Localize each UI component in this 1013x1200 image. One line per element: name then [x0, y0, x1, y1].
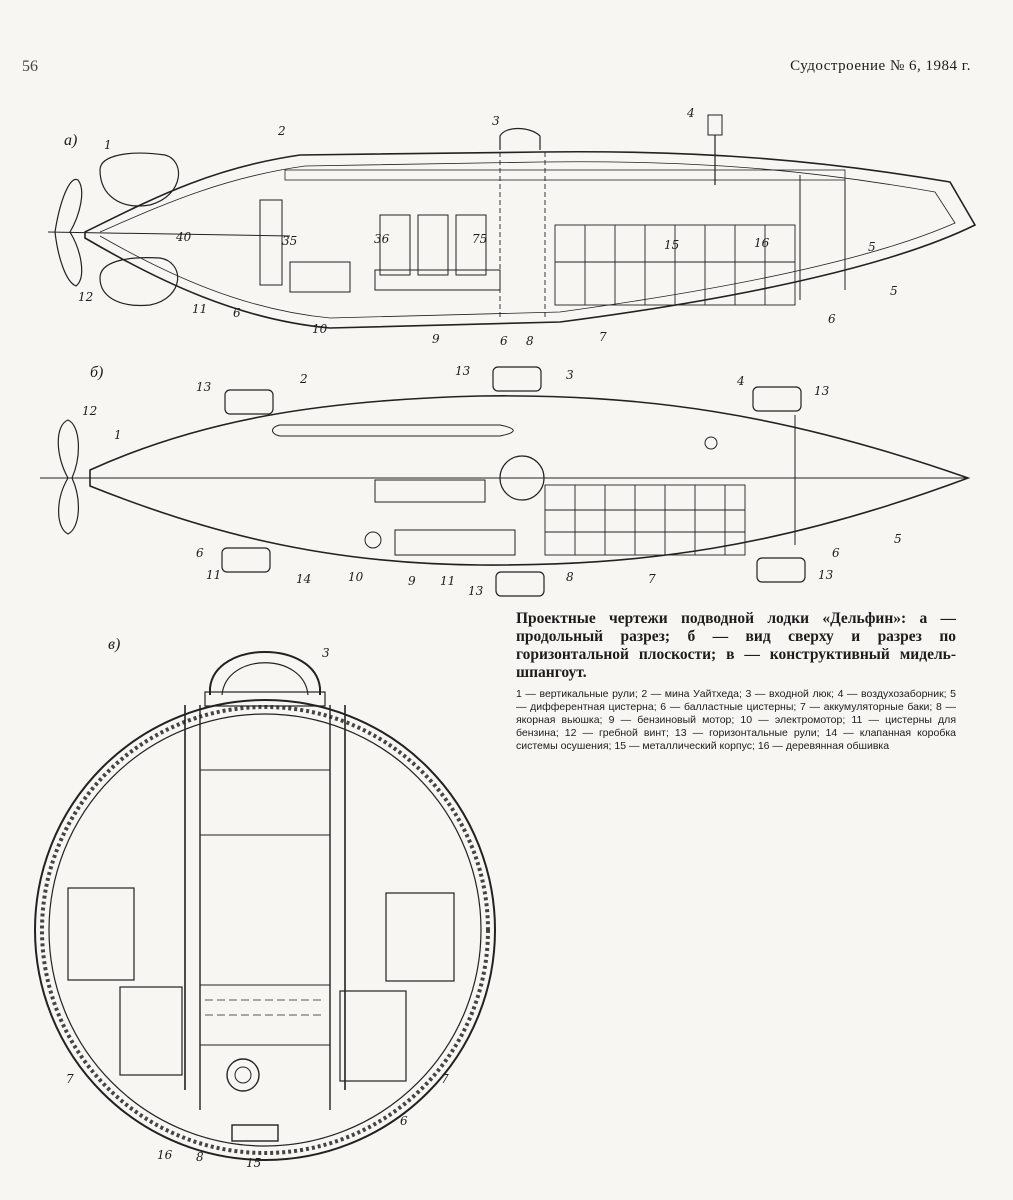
annotation: 9	[408, 574, 416, 588]
annotation: 6	[828, 312, 836, 326]
annotation: 11	[192, 302, 208, 316]
annotation: 16	[157, 1148, 173, 1162]
annotation: 15	[664, 238, 680, 252]
annotation: 36	[374, 232, 390, 246]
annotation: 7	[66, 1072, 74, 1086]
annotation: 14	[296, 572, 312, 586]
annotation: 3	[566, 368, 574, 382]
annotation: 8	[196, 1150, 204, 1164]
annotation: 9	[432, 332, 440, 346]
annotation: 7	[441, 1072, 449, 1086]
figure-b-label: б)	[90, 364, 104, 381]
caption-title: Проектные чертежи подводной лодки «Дельф…	[516, 610, 956, 681]
annotation: 4	[737, 374, 745, 388]
annotation: 3	[322, 646, 330, 660]
annotation: 13	[455, 364, 471, 378]
annotation: 6	[233, 306, 241, 320]
annotation: 6	[500, 334, 508, 348]
annotation: 5	[868, 240, 876, 254]
figure-a-longitudinal-section	[47, 114, 977, 329]
annotation: 13	[468, 584, 484, 598]
annotation: 5	[894, 532, 902, 546]
journal-header: Судостроение № 6, 1984 г.	[790, 58, 971, 74]
annotation: 11	[206, 568, 222, 582]
annotation: 11	[440, 574, 456, 588]
annotation: 75	[472, 232, 488, 246]
annotation: 1	[104, 138, 112, 152]
annotation: 8	[566, 570, 574, 584]
annotation: 10	[348, 570, 364, 584]
annotation: 4	[687, 106, 695, 120]
annotation: 5	[890, 284, 898, 298]
figure-v-midship-section	[34, 651, 496, 1161]
annotation: 10	[312, 322, 328, 336]
annotation: 35	[282, 234, 298, 248]
figure-a-label: а)	[64, 132, 78, 149]
annotation: 40	[176, 230, 192, 244]
annotation: 1	[114, 428, 122, 442]
caption-legend: 1 — вертикальные рули; 2 — мина Уайтхеда…	[516, 688, 956, 752]
annotation: 6	[400, 1114, 408, 1128]
annotation: 6	[196, 546, 204, 560]
annotation: 12	[82, 404, 98, 418]
annotation: 7	[599, 330, 607, 344]
figure-caption: Проектные чертежи подводной лодки «Дельф…	[516, 610, 956, 753]
annotation: 13	[814, 384, 830, 398]
annotation: 12	[78, 290, 94, 304]
annotation: 6	[832, 546, 840, 560]
page-number: 56	[22, 58, 38, 75]
figure-b-plan-view	[40, 366, 971, 597]
annotation: 2	[300, 372, 308, 386]
annotation: 13	[818, 568, 834, 582]
figure-v-label: в)	[108, 636, 121, 653]
annotation: 8	[526, 334, 534, 348]
annotation: 13	[196, 380, 212, 394]
annotation: 7	[648, 572, 656, 586]
annotation: 15	[246, 1156, 262, 1170]
annotation: 16	[754, 236, 770, 250]
annotation: 3	[492, 114, 500, 128]
annotation: 2	[278, 124, 286, 138]
